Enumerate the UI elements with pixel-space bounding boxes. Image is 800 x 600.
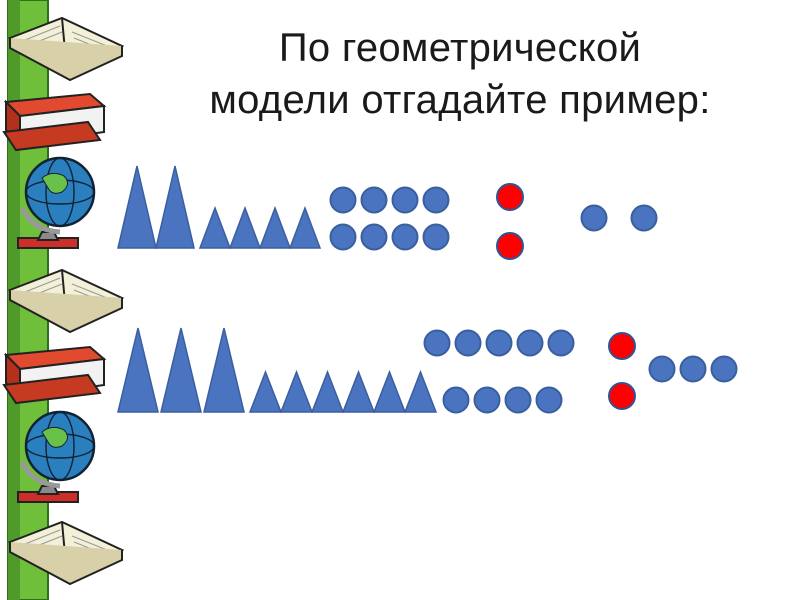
red-operator-dot [609,383,635,409]
blue-dot [424,188,449,213]
result-dot [632,206,657,231]
tall-triangle [118,166,156,248]
blue-dot [393,225,418,250]
blue-dot [331,188,356,213]
red-operator-dot [497,233,523,259]
blue-dot [425,331,450,356]
small-triangle [374,372,405,412]
blue-dot [506,388,531,413]
blue-dot [362,225,387,250]
tall-triangle [161,328,201,412]
result-dot [712,357,737,382]
blue-dot [331,225,356,250]
small-triangle [260,208,290,248]
red-operator-dot [609,333,635,359]
small-triangle [343,372,374,412]
tall-triangle [118,328,158,412]
small-triangle [200,208,230,248]
blue-dot [456,331,481,356]
blue-dot [537,388,562,413]
small-triangle [290,208,320,248]
blue-dot [487,331,512,356]
blue-dot [393,188,418,213]
result-dot [650,357,675,382]
tall-triangle [156,166,194,248]
red-operator-dot [497,184,523,210]
small-triangle [281,372,312,412]
model-row-2 [118,328,737,413]
blue-dot [444,388,469,413]
small-triangle [250,372,281,412]
tall-triangle [204,328,244,412]
result-dot [681,357,706,382]
small-triangle [230,208,260,248]
small-triangle [312,372,343,412]
blue-dot [475,388,500,413]
model-row-1 [118,166,657,259]
blue-dot [362,188,387,213]
blue-dot [518,331,543,356]
small-triangle [405,372,436,412]
result-dot [582,206,607,231]
blue-dot [424,225,449,250]
blue-dot [549,331,574,356]
